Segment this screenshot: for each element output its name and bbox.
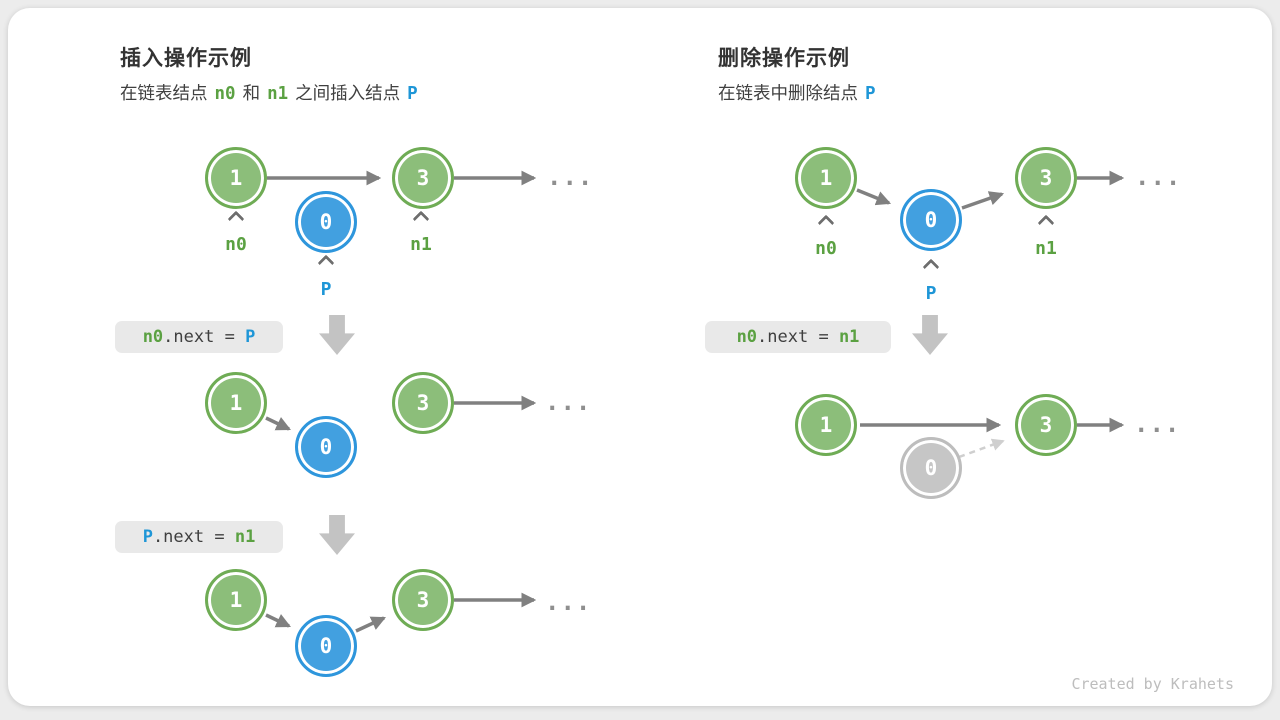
credit-text: Created by Krahets <box>1071 675 1234 693</box>
insert2-node-3: 3 <box>392 372 454 434</box>
node-value: 0 <box>319 634 333 658</box>
insert1-label-p: P <box>320 279 332 300</box>
delete2-node-p-removed: 0 <box>900 437 962 499</box>
ellipsis: ... <box>545 388 592 416</box>
delete1-label-p: P <box>925 283 937 304</box>
node-value: 0 <box>924 456 938 480</box>
insert-code2-mid: .next = <box>152 527 235 547</box>
delete-code1-mid: .next = <box>757 327 839 347</box>
node-value: 1 <box>819 166 833 190</box>
insert1-node-3: 3 <box>392 147 454 209</box>
insert2-node-p: 0 <box>295 416 357 478</box>
delete-title: 删除操作示例 <box>718 47 850 70</box>
node-value: 0 <box>319 210 333 234</box>
insert-code1-rhs: P <box>245 327 256 347</box>
delete-subtitle-text1: 在链表中删除结点 <box>718 83 858 103</box>
ellipsis: ... <box>545 588 592 616</box>
insert-subtitle-text3: 之间插入结点 <box>295 83 401 103</box>
node-value: 3 <box>1039 166 1053 190</box>
node-value: 3 <box>416 391 430 415</box>
node-value: 0 <box>924 208 938 232</box>
insert-subtitle: 在链表结点 n0 和 n1 之间插入结点 P <box>120 80 425 105</box>
delete1-node-p: 0 <box>900 189 962 251</box>
node-value: 3 <box>1039 413 1053 437</box>
delete-code1: n0.next = n1 <box>705 321 891 353</box>
delete1-label-n0: n0 <box>815 238 837 259</box>
delete-code1-lhs: n0 <box>736 327 758 347</box>
delete2-node-1: 1 <box>795 394 857 456</box>
insert-code1-lhs: n0 <box>142 327 164 347</box>
node-value: 1 <box>819 413 833 437</box>
delete-subtitle: 在链表中删除结点 P <box>718 80 883 105</box>
delete2-node-3: 3 <box>1015 394 1077 456</box>
node-value: 3 <box>416 166 430 190</box>
delete-code1-rhs: n1 <box>838 327 860 347</box>
node-value: 1 <box>229 391 243 415</box>
insert-code2: P.next = n1 <box>115 521 283 553</box>
insert-subtitle-text1: 在链表结点 <box>120 83 208 103</box>
insert1-node-1: 1 <box>205 147 267 209</box>
insert-title: 插入操作示例 <box>120 47 252 70</box>
insert-subtitle-p: P <box>407 84 418 104</box>
delete-subtitle-p: P <box>865 84 876 104</box>
insert1-node-p: 0 <box>295 191 357 253</box>
node-value: 3 <box>416 588 430 612</box>
node-value: 1 <box>229 166 243 190</box>
delete1-label-n1: n1 <box>1035 238 1057 259</box>
insert-subtitle-n0: n0 <box>214 84 236 104</box>
insert-code1: n0.next = P <box>115 321 283 353</box>
ellipsis: ... <box>1134 410 1181 438</box>
insert-subtitle-n1: n1 <box>267 84 289 104</box>
insert-code2-lhs: P <box>142 527 153 547</box>
insert2-node-1: 1 <box>205 372 267 434</box>
insert3-node-p: 0 <box>295 615 357 677</box>
diagram-card <box>8 8 1272 706</box>
ellipsis: ... <box>1135 163 1182 191</box>
insert1-label-n1: n1 <box>410 234 432 255</box>
insert-subtitle-text2: 和 <box>242 83 261 103</box>
insert1-label-n0: n0 <box>225 234 247 255</box>
node-value: 1 <box>229 588 243 612</box>
delete1-node-1: 1 <box>795 147 857 209</box>
insert3-node-1: 1 <box>205 569 267 631</box>
node-value: 0 <box>319 435 333 459</box>
insert-code1-mid: .next = <box>163 327 246 347</box>
delete1-node-3: 3 <box>1015 147 1077 209</box>
ellipsis: ... <box>547 163 594 191</box>
insert3-node-3: 3 <box>392 569 454 631</box>
insert-code2-rhs: n1 <box>234 527 256 547</box>
